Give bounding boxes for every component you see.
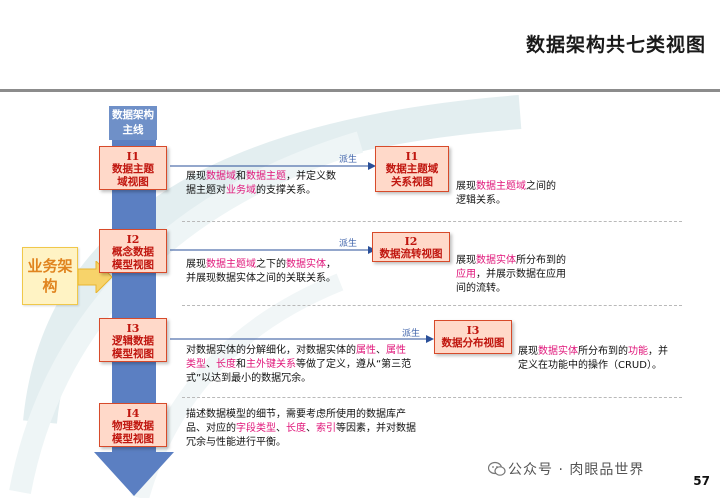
highlight-term: 功能 <box>628 346 648 357</box>
desc-text: 之间的逻辑关系。 <box>456 181 556 206</box>
desc-text: 、 <box>306 423 316 434</box>
node-code: I1 <box>405 150 419 163</box>
desc-text: 、 <box>276 423 286 434</box>
desc-text: 所分布到的 <box>578 346 628 357</box>
desc-text: ，并定义在功能中的操作（CRUD）。 <box>518 346 668 371</box>
row3-description: 对数据实体的分解细化，对数据实体的属性、属性类型、长度和主外键关系等做了定义，遵… <box>186 344 412 386</box>
row-separator <box>182 397 682 398</box>
row-separator <box>182 221 682 222</box>
row1-description: 展现数据域和数据主题，并定义数据主题对业务域的支撑关系。 <box>186 170 338 198</box>
desc-text: 的支撑关系。 <box>256 185 316 196</box>
derive-arrow <box>170 335 434 343</box>
desc-text: 展现 <box>456 255 476 266</box>
desc-text: 之下的 <box>256 259 286 270</box>
row1-derived-description: 展现数据主题域之间的逻辑关系。 <box>456 180 560 208</box>
desc-text: 对数据实体的分解细化，对数据实体的 <box>186 345 356 356</box>
desc-text: 、 <box>376 345 386 356</box>
derive-label: 派生 <box>402 329 421 339</box>
derive-label: 派生 <box>339 239 358 249</box>
page-number: 57 <box>693 474 710 488</box>
highlight-term: 数据实体 <box>476 255 516 266</box>
node-code: I3 <box>126 322 140 335</box>
node-i1-derived[interactable]: I1 数据主题域关系视图 <box>375 146 449 192</box>
node-i4-main[interactable]: I4 物理数据模型视图 <box>99 403 167 447</box>
title-rule <box>0 89 720 92</box>
node-name: 逻辑数据模型视图 <box>112 335 154 360</box>
desc-text: 展现 <box>186 171 206 182</box>
desc-text: 等因素，并对数据冗余与性能进行平衡。 <box>186 423 416 448</box>
node-i3-derived[interactable]: I3 数据分布视图 <box>434 320 512 354</box>
highlight-term: 数据实体 <box>286 259 326 270</box>
highlight-term: 数据主题域 <box>206 259 256 270</box>
desc-text: 所分布到的 <box>516 255 566 266</box>
node-name: 数据分布视图 <box>441 337 505 349</box>
desc-text: 描述数据模型的细节，需要考虑所使用的数据库产品、对应的 <box>186 409 406 434</box>
desc-text: ，并展示数据在应用间的流转。 <box>456 269 566 294</box>
desc-text: 等做了定义，遵从“第三范式”以达到最小的数据冗余。 <box>186 359 412 384</box>
highlight-term: 长度 <box>216 359 236 370</box>
derive-label: 派生 <box>339 155 358 165</box>
highlight-term: 数据主题 <box>246 171 286 182</box>
page-title: 数据架构共七类视图 <box>525 34 706 56</box>
node-i1-main[interactable]: I1 数据主题域视图 <box>99 146 167 190</box>
highlight-term: 属性类型 <box>186 345 406 370</box>
desc-text: 和 <box>236 171 246 182</box>
desc-text: ，并展现数据实体之间的关联关系。 <box>186 259 336 284</box>
derive-arrow <box>170 162 376 170</box>
watermark: 公众号 · 肉眼品世界 <box>508 462 645 478</box>
node-name: 物理数据模型视图 <box>112 420 154 445</box>
highlight-term: 数据主题域 <box>476 181 526 192</box>
row-separator <box>182 305 682 306</box>
wechat-icon <box>488 461 506 476</box>
desc-text: 展现 <box>456 181 476 192</box>
desc-text: 、 <box>206 359 216 370</box>
node-i2-main[interactable]: I2 概念数据模型视图 <box>99 229 167 273</box>
business-architecture-box: 业务架构 <box>22 247 78 305</box>
node-code: I2 <box>404 235 418 248</box>
node-code: I1 <box>126 150 140 163</box>
node-code: I2 <box>126 233 140 246</box>
highlight-term: 属性 <box>356 345 376 356</box>
highlight-term: 字段类型 <box>236 423 276 434</box>
node-name: 概念数据模型视图 <box>112 246 154 271</box>
node-name: 数据主题域关系视图 <box>385 163 439 188</box>
spine-label: 数据架构主线 <box>109 106 157 140</box>
desc-text: 展现 <box>518 346 538 357</box>
node-name: 数据主题域视图 <box>112 163 154 188</box>
highlight-term: 长度 <box>286 423 306 434</box>
highlight-term: 应用 <box>456 269 476 280</box>
derive-arrow <box>170 246 376 254</box>
node-i2-derived[interactable]: I2 数据流转视图 <box>372 232 450 262</box>
desc-text: 和 <box>236 359 246 370</box>
highlight-term: 索引 <box>316 423 336 434</box>
node-code: I4 <box>126 407 140 420</box>
node-code: I3 <box>466 324 480 337</box>
row4-description: 描述数据模型的细节，需要考虑所使用的数据库产品、对应的字段类型、长度、索引等因素… <box>186 408 424 450</box>
desc-text: ，并定义数据主题对 <box>186 171 336 196</box>
highlight-term: 数据域 <box>206 171 236 182</box>
highlight-term: 主外键关系 <box>246 359 296 370</box>
node-name: 数据流转视图 <box>379 248 443 260</box>
row2-derived-description: 展现数据实体所分布到的应用，并展示数据在应用间的流转。 <box>456 254 572 296</box>
desc-text: 展现 <box>186 259 206 270</box>
highlight-term: 数据实体 <box>538 346 578 357</box>
node-i3-main[interactable]: I3 逻辑数据模型视图 <box>99 318 167 362</box>
highlight-term: 业务域 <box>226 185 256 196</box>
row2-description: 展现数据主题域之下的数据实体，并展现数据实体之间的关联关系。 <box>186 258 338 286</box>
row3-derived-description: 展现数据实体所分布到的功能，并定义在功能中的操作（CRUD）。 <box>518 345 668 373</box>
